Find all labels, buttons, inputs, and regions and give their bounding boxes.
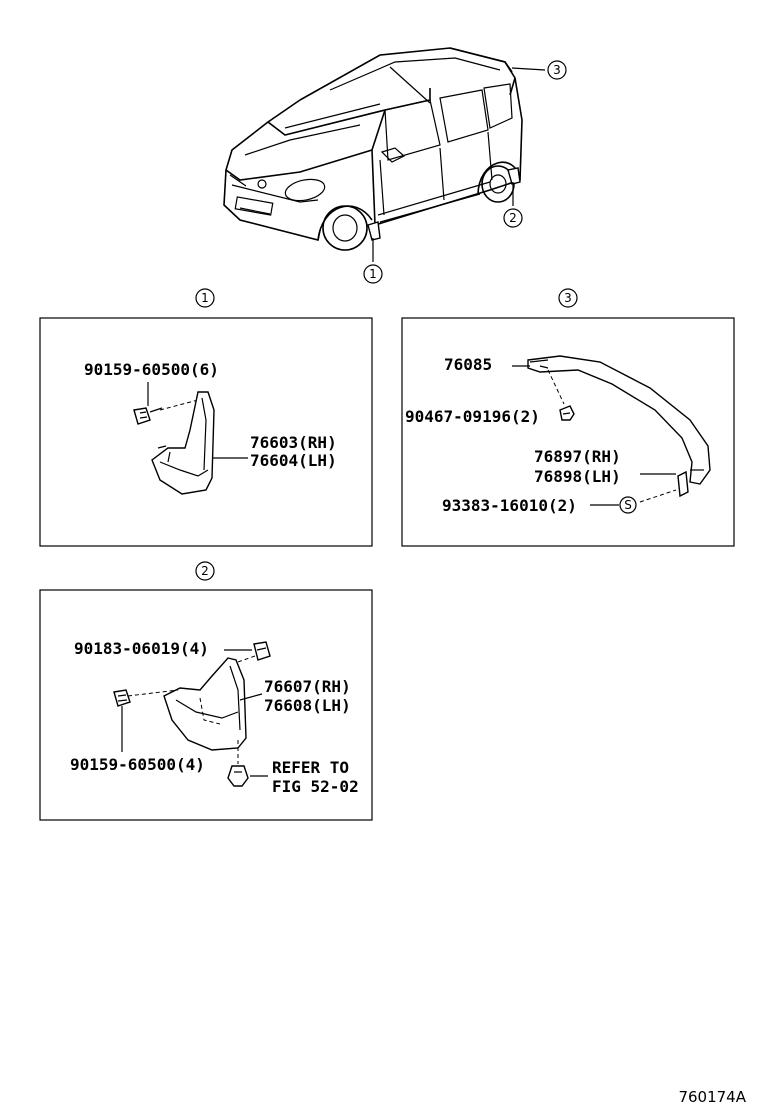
panel-3-spoiler-label: 76085 (444, 355, 492, 374)
panel-1-bolt-icon (133, 407, 163, 425)
panel-3-frame (401, 317, 735, 547)
panel-1-header: 1 (195, 288, 215, 308)
panel-2-refer-line-1: REFER TO (272, 758, 349, 777)
clip-icon (227, 765, 249, 787)
panel-1-frame (39, 317, 373, 547)
panel-1-bolt-label: 90159-60500(6) (84, 360, 219, 379)
svg-text:1: 1 (369, 267, 377, 281)
callout-1-car: 1 (363, 264, 383, 284)
panel-3-header: 3 (558, 288, 578, 308)
spoiler-icon (527, 355, 711, 485)
panel-1-part-rh-label: 76603(RH) (250, 433, 337, 452)
mudguard-rear-icon (163, 657, 247, 751)
svg-text:2: 2 (201, 564, 209, 578)
callout-3-car: 3 (547, 60, 567, 80)
panel-2-refer-line-2: FIG 52-02 (272, 777, 359, 796)
vehicle-illustration (223, 47, 523, 251)
panel-2-part-lh-label: 76608(LH) (264, 696, 351, 715)
panel-2-frame (39, 589, 373, 821)
panel-3-part-lh-label: 76898(LH) (534, 467, 621, 486)
panel-3-seal-label: 93383-16010(2) (442, 496, 577, 515)
figure-id: 760174A (678, 1088, 746, 1106)
seal-icon: S (619, 496, 637, 514)
panel-2-nut-icon (253, 641, 271, 661)
svg-text:S: S (624, 498, 632, 512)
panel-2-bolt-icon (113, 689, 131, 707)
panel-2-part-rh-label: 76607(RH) (264, 677, 351, 696)
panel-3-part-rh-label: 76897(RH) (534, 447, 621, 466)
svg-text:3: 3 (564, 291, 572, 305)
panel-2-header: 2 (195, 561, 215, 581)
svg-text:3: 3 (553, 63, 561, 77)
callout-2-car: 2 (503, 208, 523, 228)
panel-3-nut-label: 90467-09196(2) (405, 407, 540, 426)
panel-1-part-lh-label: 76604(LH) (250, 451, 337, 470)
panel-3-nut-icon (559, 405, 575, 421)
svg-text:1: 1 (201, 291, 209, 305)
panel-2-bolt-label: 90159-60500(4) (70, 755, 205, 774)
side-cap-icon (677, 470, 689, 498)
panel-2-nut-label: 90183-06019(4) (74, 639, 209, 658)
callout-leaders (372, 67, 546, 262)
svg-text:2: 2 (509, 211, 517, 225)
mudguard-front-icon (151, 391, 215, 495)
